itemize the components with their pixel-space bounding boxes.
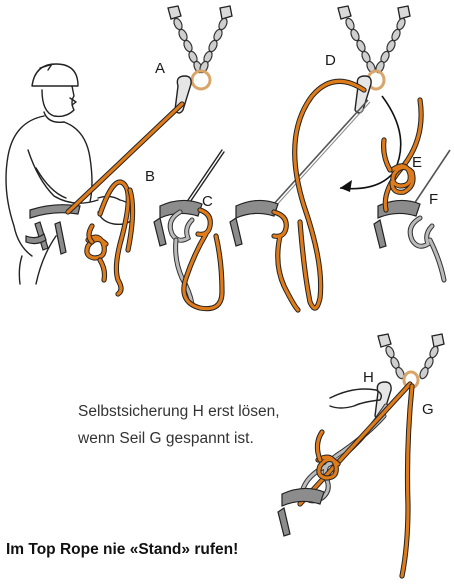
instruction-line-1: Selbstsicherung H erst lösen, (78, 398, 280, 425)
panel-c (154, 150, 224, 309)
anchor-2 (338, 6, 410, 113)
label-d: D (325, 52, 336, 69)
anchor-1 (168, 6, 232, 113)
instruction-line-2: wenn Seil G gespannt ist. (78, 425, 280, 452)
label-b: B (145, 168, 155, 185)
rope-panel-1 (68, 104, 182, 294)
panel-ef (374, 100, 450, 280)
anchor-1-chain-left (172, 17, 203, 74)
anchor-2-chain-left (344, 17, 376, 74)
anchor-2-chain-right (374, 17, 406, 74)
label-f: F (429, 191, 438, 208)
label-a: A (155, 60, 165, 77)
label-g: G (422, 401, 434, 418)
anchor-1-chain-right (198, 17, 228, 74)
rope-panel-d (230, 81, 370, 310)
hand-h (330, 389, 381, 408)
climber (6, 64, 134, 284)
rope-panel-gh (278, 384, 412, 576)
instruction-note: Selbstsicherung H erst lösen, wenn Seil … (78, 398, 280, 452)
label-e: E (412, 154, 422, 171)
label-h: H (363, 369, 374, 386)
label-c: C (202, 193, 213, 210)
anchor-1-ring (192, 71, 210, 89)
warning-heading: Im Top Rope nie «Stand» rufen! (6, 541, 238, 559)
